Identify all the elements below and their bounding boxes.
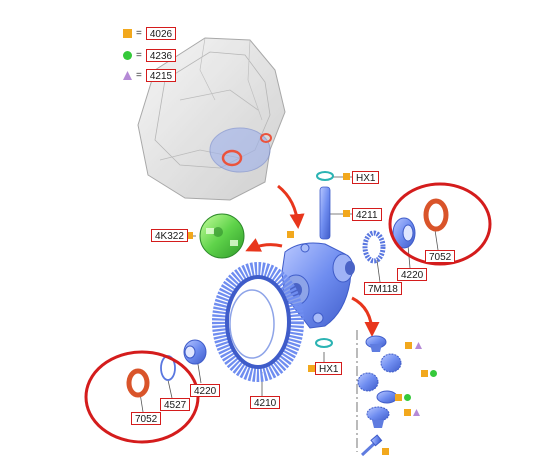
part-label-4210: 4210 <box>250 396 281 409</box>
marker-square-gear-2 <box>421 370 428 377</box>
part-label-4220-right: 4220 <box>397 268 428 281</box>
seal-left-icon <box>126 368 150 398</box>
legend-code: 4215 <box>145 68 177 82</box>
marker-square-gear-3 <box>395 394 402 401</box>
marker-square-4k322 <box>186 232 193 239</box>
marker-circle-gear-2 <box>430 370 437 377</box>
marker-triangle-gear-1 <box>415 342 422 349</box>
highlight-circle-left <box>84 350 200 444</box>
legend-triangle-icon <box>123 70 132 80</box>
legend-item-triangle: = 4215 <box>123 68 177 82</box>
part-label-4220-left: 4220 <box>190 384 221 397</box>
legend-square-icon <box>123 28 132 38</box>
bolt-icon <box>360 434 383 457</box>
marker-circle-gear-3 <box>404 394 411 401</box>
part-label-7052-left: 7052 <box>131 412 162 425</box>
marker-square-hx1-bottom <box>308 365 315 372</box>
part-label-7052-right: 7052 <box>425 250 456 263</box>
callout-arrow-pin <box>245 238 283 252</box>
o-ring-top <box>316 171 334 181</box>
o-ring-bottom <box>315 338 333 348</box>
part-label-hx1-bottom: HX1 <box>315 362 343 375</box>
legend-code: 4236 <box>145 48 177 62</box>
pin-icon <box>319 186 331 240</box>
bearing-right-icon <box>392 217 416 249</box>
legend-item-square: = 4026 <box>123 26 177 40</box>
part-label-7m118: 7M118 <box>364 282 402 295</box>
seal-right-icon <box>423 198 449 232</box>
leader-lines <box>139 176 439 452</box>
ring-gear-icon <box>212 262 304 382</box>
marker-square-gear-1 <box>405 342 412 349</box>
marker-square-carrier <box>287 231 294 238</box>
marker-square-gear-4 <box>404 409 411 416</box>
part-label-hx1-top: HX1 <box>352 171 380 184</box>
callout-arrow-gears <box>351 296 380 337</box>
highlight-circle-right <box>388 182 492 266</box>
carrier-4k322-icon <box>199 213 245 259</box>
marker-triangle-gear-4 <box>413 409 420 416</box>
legend-item-circle: = 4236 <box>123 48 177 62</box>
marker-square-4211 <box>343 210 350 217</box>
part-label-4211: 4211 <box>352 208 382 221</box>
marker-square-bolt <box>382 448 389 455</box>
part-label-4k322: 4K322 <box>151 229 188 242</box>
planet-gear-set-icon <box>357 335 402 428</box>
marker-square-hx1-top <box>343 173 350 180</box>
part-label-4527: 4527 <box>160 398 191 411</box>
legend-circle-icon <box>123 50 132 60</box>
bearing-left-icon <box>183 339 207 365</box>
callout-arrow-case <box>277 184 305 229</box>
tone-ring-icon <box>362 230 386 264</box>
legend-code: 4026 <box>145 26 177 40</box>
